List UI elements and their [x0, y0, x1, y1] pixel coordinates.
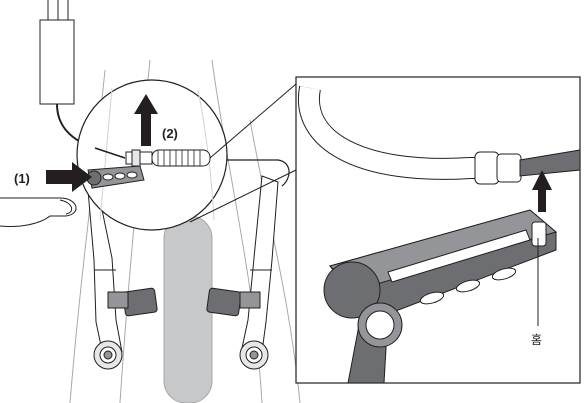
brake-arm-right: [241, 175, 279, 353]
groove-label: 홈: [531, 333, 542, 347]
arrow-up-icon: [134, 94, 158, 146]
cable-boot: [151, 149, 211, 167]
detail-cable: [519, 149, 581, 177]
tire: [163, 215, 213, 403]
brake-pad-right: [206, 287, 242, 317]
lever-housing: [39, 19, 75, 105]
finger: [0, 197, 77, 227]
detail-panel: 홈: [295, 76, 581, 384]
step1-label: (1): [14, 171, 30, 186]
arrow-right-icon: [46, 162, 92, 192]
detail-link-holder: [323, 209, 558, 384]
detail-arrow-up-icon: [532, 170, 552, 212]
zoom-circle: [76, 79, 297, 231]
step2-label: (2): [162, 126, 178, 141]
brake-overview: [0, 0, 301, 403]
brake-cable: [210, 159, 290, 187]
